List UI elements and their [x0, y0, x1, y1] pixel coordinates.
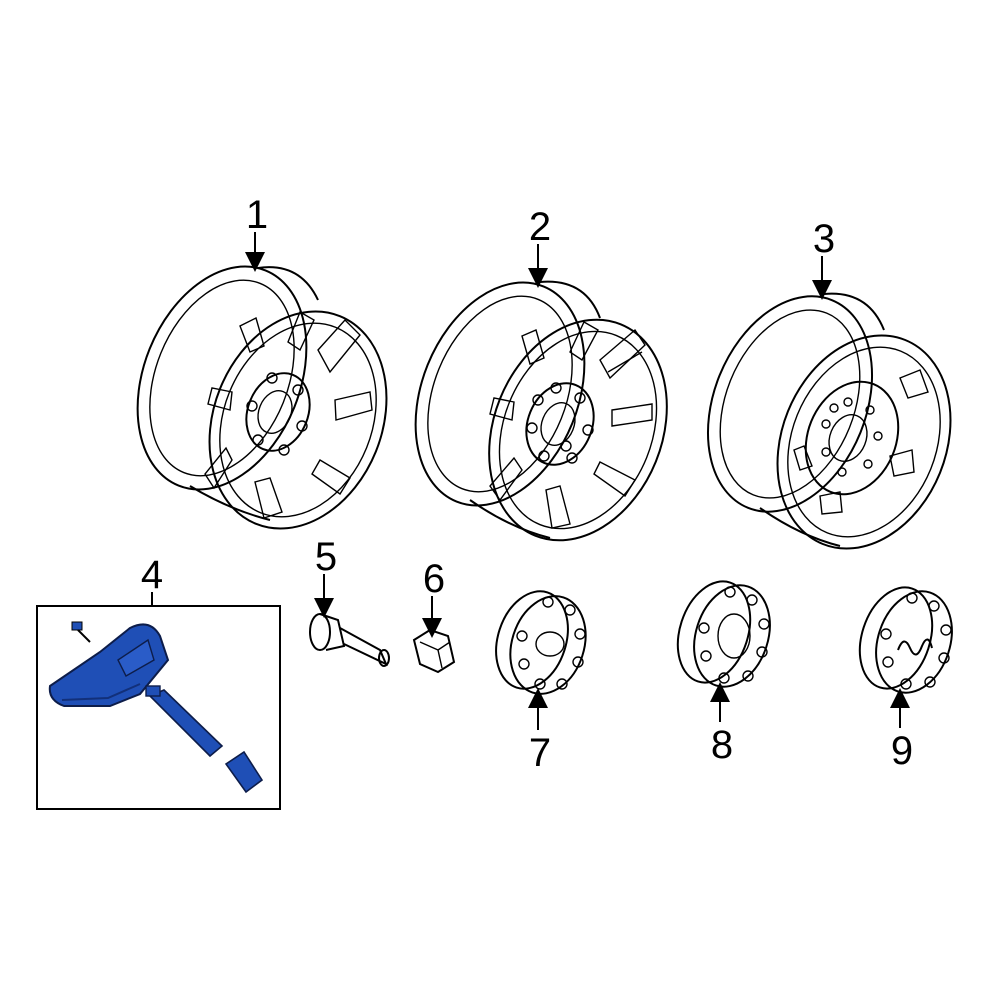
center-cap-7[interactable]: 7	[484, 582, 597, 775]
callout-8: 8	[711, 723, 733, 767]
callout-9: 9	[891, 729, 913, 773]
wheel-2-alloy[interactable]: 2	[384, 205, 698, 567]
center-cap-9-drawing	[858, 586, 953, 694]
lug-nut-drawing	[412, 628, 456, 674]
callout-1: 1	[246, 193, 268, 237]
callout-4: 4	[141, 553, 163, 597]
center-cap-7-drawing	[495, 590, 587, 695]
center-cap-9[interactable]: 9	[848, 578, 965, 773]
callout-3: 3	[813, 217, 835, 261]
wheel-1-drawing	[136, 265, 388, 530]
callout-7: 7	[529, 731, 551, 775]
tpms-sensor-kit[interactable]: 4	[36, 553, 281, 810]
center-cap-8-drawing	[676, 580, 771, 688]
wheel-3-drawing	[706, 292, 952, 550]
lug-nut[interactable]: 6	[412, 557, 456, 674]
valve-stem[interactable]: 5	[309, 535, 390, 667]
callout-5: 5	[315, 535, 337, 579]
wheel-3-steel[interactable]: 3	[678, 217, 982, 575]
center-cap-8[interactable]: 8	[666, 572, 783, 767]
callout-2: 2	[529, 205, 551, 249]
wheel-2-drawing	[414, 280, 668, 542]
callout-6: 6	[423, 557, 445, 601]
tpms-sensor-drawing	[48, 621, 264, 794]
wheel-1-alloy[interactable]: 1	[106, 193, 418, 555]
valve-stem-drawing	[309, 613, 390, 667]
tpms-kit-box	[36, 605, 281, 810]
